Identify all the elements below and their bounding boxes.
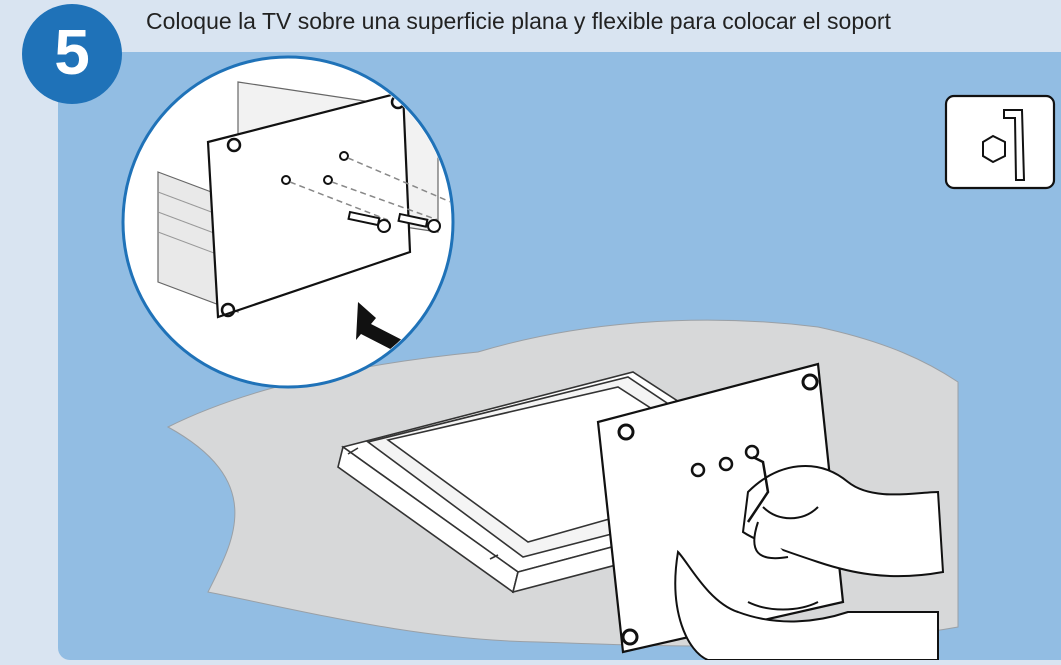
detail-zoom-circle <box>121 55 455 389</box>
direction-arrow-icon <box>356 302 410 354</box>
step-number: 5 <box>54 16 90 88</box>
instruction-text: Coloque la TV sobre una superficie plana… <box>146 8 891 34</box>
hands <box>674 465 945 660</box>
step-number-badge: 5 <box>22 4 122 104</box>
assembly-illustration <box>121 55 1056 660</box>
allen-key-in-use <box>746 455 770 523</box>
stand-plate <box>596 362 845 654</box>
illustration-panel <box>58 52 1061 660</box>
allen-key-icon <box>944 94 1056 190</box>
